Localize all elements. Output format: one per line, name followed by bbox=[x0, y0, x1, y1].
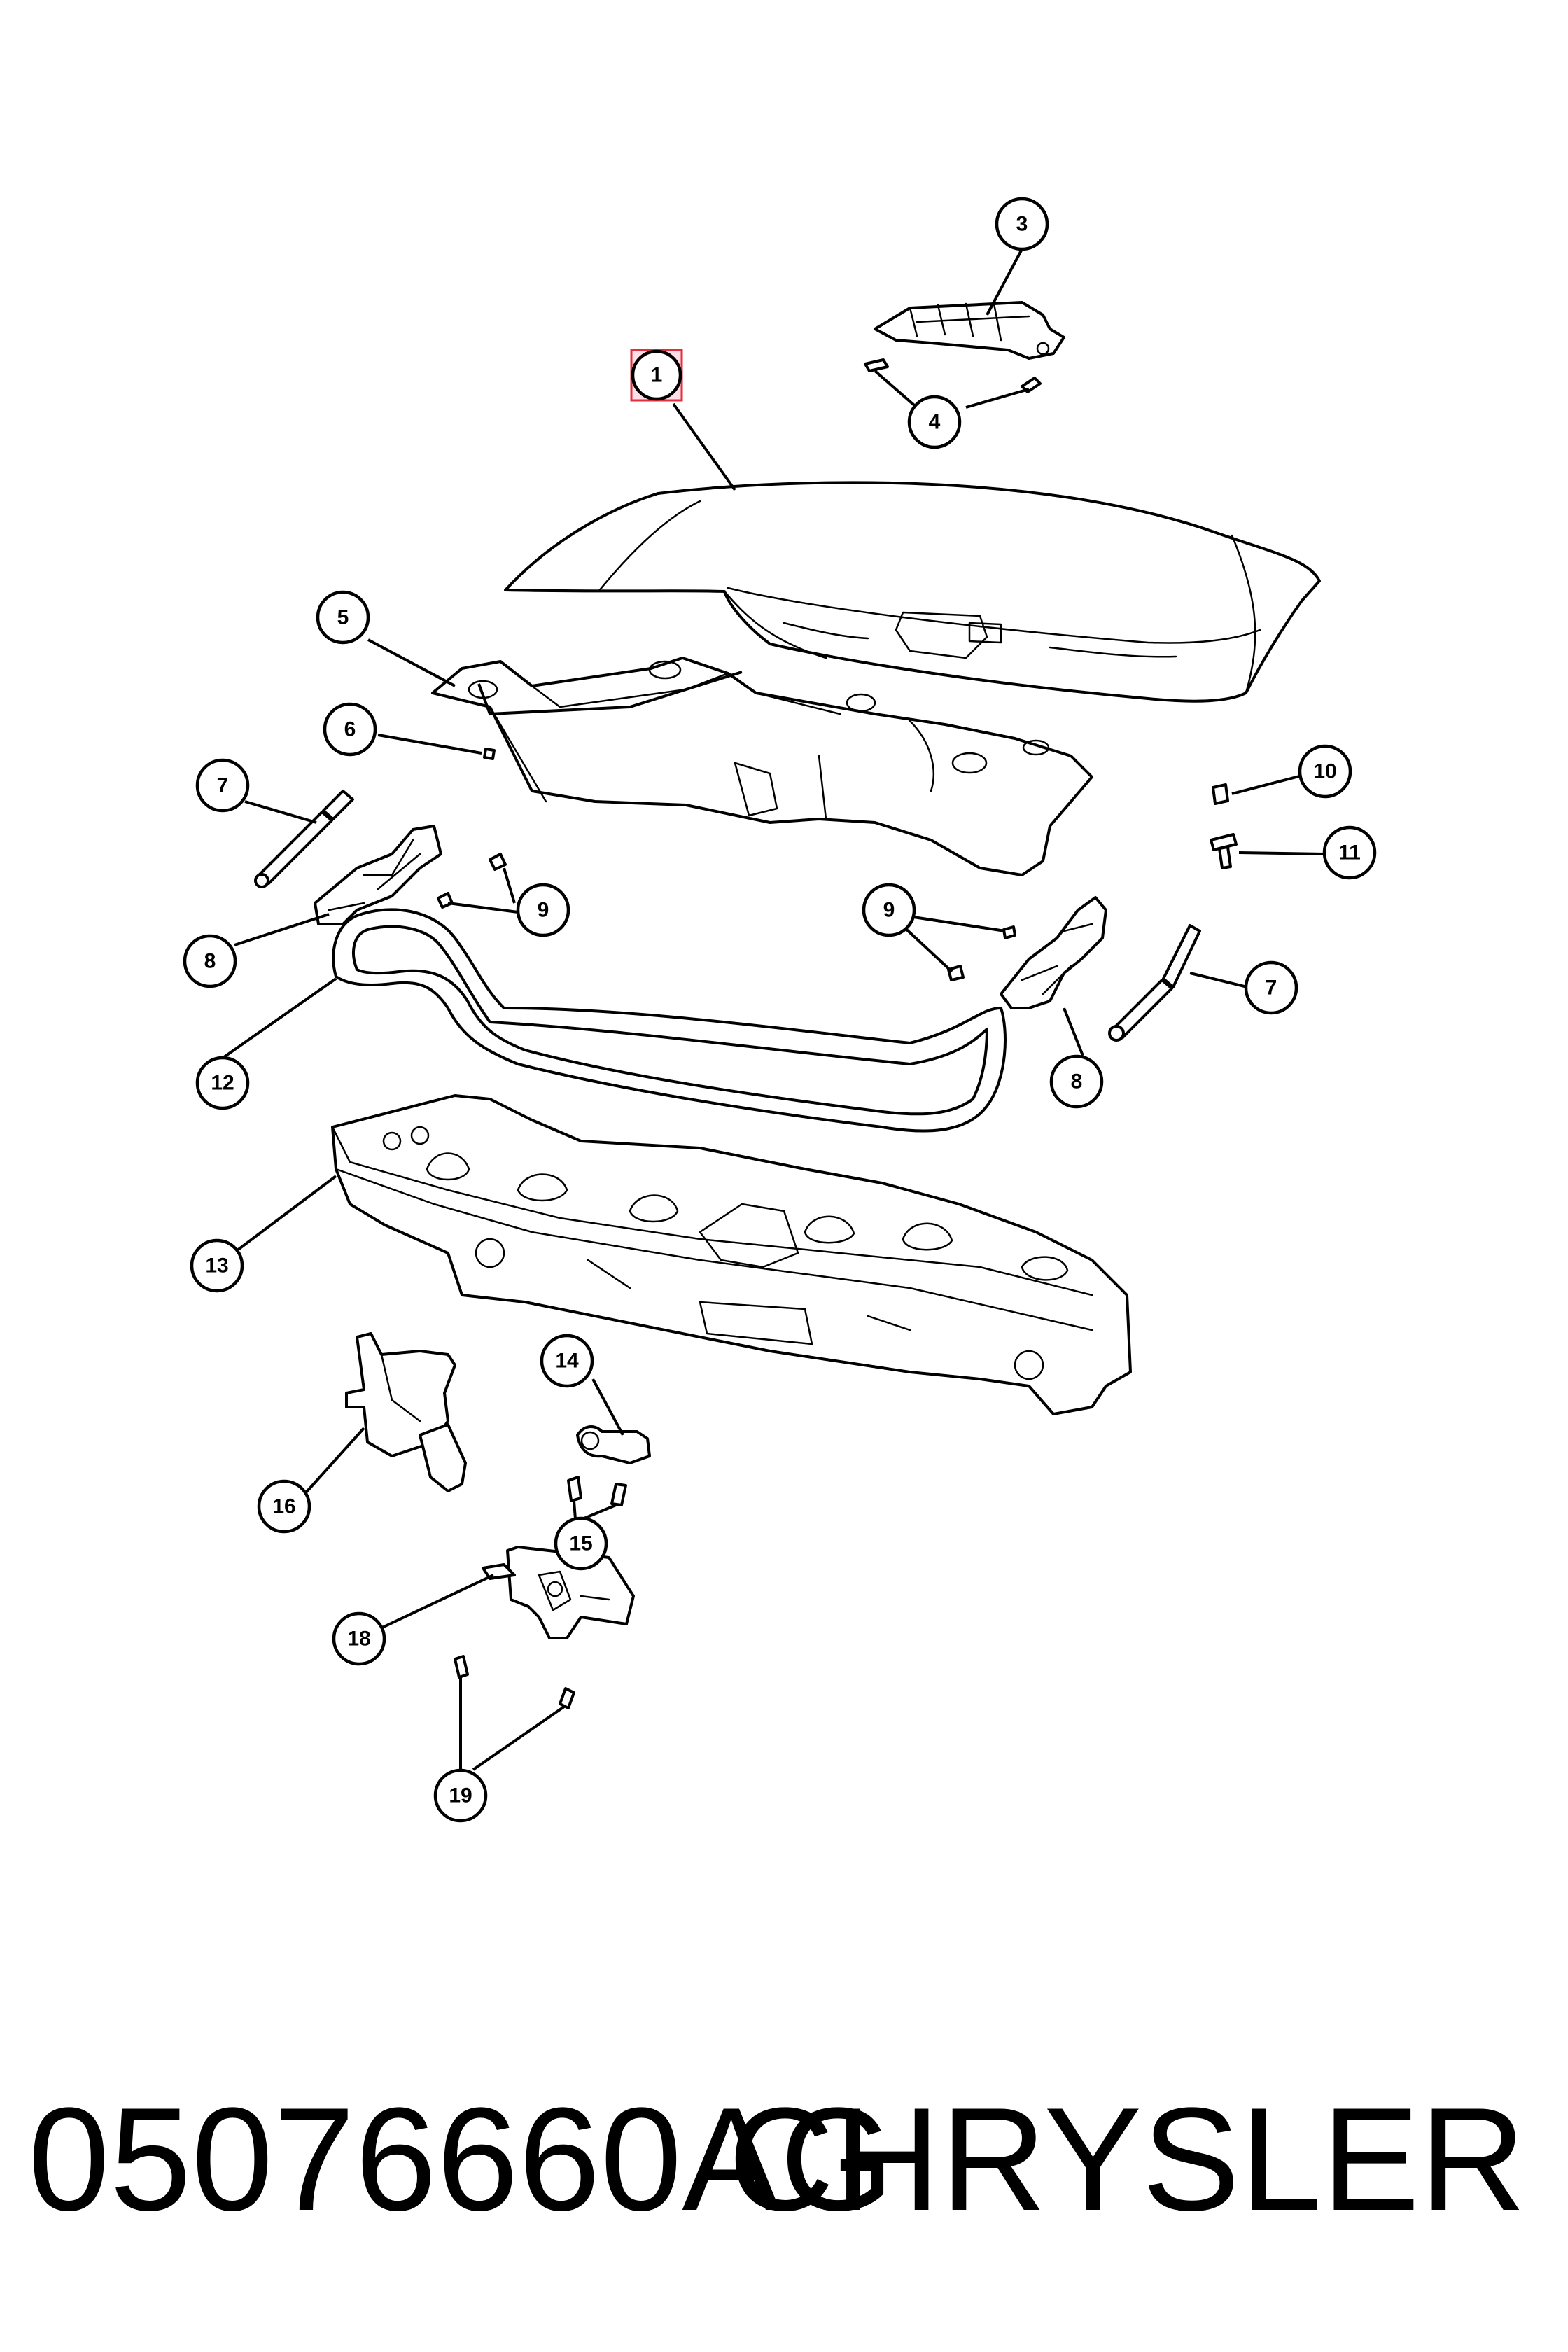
callout-5[interactable]: 5 bbox=[316, 590, 370, 645]
callout-label: 11 bbox=[1338, 841, 1361, 864]
callout-label: 9 bbox=[538, 899, 550, 922]
leader-lines bbox=[223, 248, 1326, 1771]
part-9-right-clips bbox=[947, 925, 1016, 981]
callouts: 1 3 4 5 6 7 7 8 bbox=[183, 197, 1377, 1823]
callout-label: 16 bbox=[272, 1495, 295, 1518]
part-19-bolts bbox=[454, 1655, 575, 1709]
callout-3[interactable]: 3 bbox=[995, 197, 1049, 251]
callout-8-left[interactable]: 8 bbox=[183, 934, 237, 988]
callout-label: 8 bbox=[204, 950, 216, 973]
callout-7-left[interactable]: 7 bbox=[195, 758, 250, 813]
callout-7-right[interactable]: 7 bbox=[1244, 960, 1298, 1015]
part-18-latch bbox=[482, 1546, 635, 1639]
callout-14[interactable]: 14 bbox=[540, 1334, 594, 1388]
callout-13[interactable]: 13 bbox=[190, 1238, 244, 1293]
footer: 05076660AG CHRYSLER bbox=[0, 2076, 1568, 2244]
callout-label: 18 bbox=[347, 1628, 370, 1651]
callout-label: 4 bbox=[929, 411, 941, 434]
part-3-stop-lamp bbox=[874, 301, 1065, 360]
part-16-actuator bbox=[345, 1332, 467, 1492]
callout-label: 14 bbox=[555, 1350, 579, 1373]
callout-label: 1 bbox=[651, 364, 663, 387]
callout-12[interactable]: 12 bbox=[195, 1056, 250, 1110]
callout-label: 8 bbox=[1071, 1070, 1083, 1093]
part-13-rear-panel bbox=[331, 1094, 1132, 1415]
brand-name: CHRYSLER bbox=[728, 2077, 1526, 2241]
part-10-stud bbox=[1212, 783, 1229, 805]
part-7-left-support-strut bbox=[254, 790, 354, 888]
callout-label: 10 bbox=[1313, 760, 1336, 783]
callout-label: 5 bbox=[337, 606, 349, 629]
callout-label: 13 bbox=[205, 1254, 228, 1278]
callout-label: 15 bbox=[569, 1532, 592, 1555]
callout-8-right[interactable]: 8 bbox=[1049, 1054, 1104, 1109]
part-8-left-hinge bbox=[314, 825, 442, 925]
callout-16[interactable]: 16 bbox=[257, 1479, 312, 1534]
part-8-right-hinge bbox=[1000, 896, 1107, 1009]
callout-10[interactable]: 10 bbox=[1298, 744, 1352, 799]
part-1-deck-lid bbox=[504, 481, 1321, 703]
part-15-screws bbox=[567, 1476, 627, 1506]
callout-19[interactable]: 19 bbox=[433, 1768, 488, 1823]
callout-18[interactable]: 18 bbox=[332, 1611, 386, 1666]
part-14-lock-cylinder bbox=[576, 1425, 651, 1464]
callout-11[interactable]: 11 bbox=[1322, 825, 1377, 880]
callout-9-left[interactable]: 9 bbox=[516, 883, 570, 937]
callout-label: 12 bbox=[211, 1072, 234, 1095]
callout-label: 3 bbox=[1016, 213, 1028, 236]
callout-4[interactable]: 4 bbox=[907, 395, 962, 449]
part-11-bolt bbox=[1210, 833, 1238, 869]
part-number: 05076660AG bbox=[28, 2077, 895, 2241]
callout-15[interactable]: 15 bbox=[554, 1516, 608, 1571]
part-5-trim-panel bbox=[431, 657, 1093, 876]
callout-9-right[interactable]: 9 bbox=[862, 883, 916, 937]
part-6-clip bbox=[483, 748, 496, 760]
callout-label: 7 bbox=[1266, 976, 1278, 1000]
callout-6[interactable]: 6 bbox=[323, 702, 377, 757]
callout-label: 6 bbox=[344, 718, 356, 741]
part-9-left-clips bbox=[437, 853, 507, 909]
callout-1[interactable]: 1 bbox=[630, 349, 683, 402]
part-12-weatherstrip bbox=[332, 908, 1007, 1133]
callout-label: 19 bbox=[449, 1784, 472, 1807]
callout-label: 9 bbox=[883, 899, 895, 922]
callout-label: 7 bbox=[217, 774, 229, 797]
part-7-right-support-strut bbox=[1108, 924, 1201, 1042]
